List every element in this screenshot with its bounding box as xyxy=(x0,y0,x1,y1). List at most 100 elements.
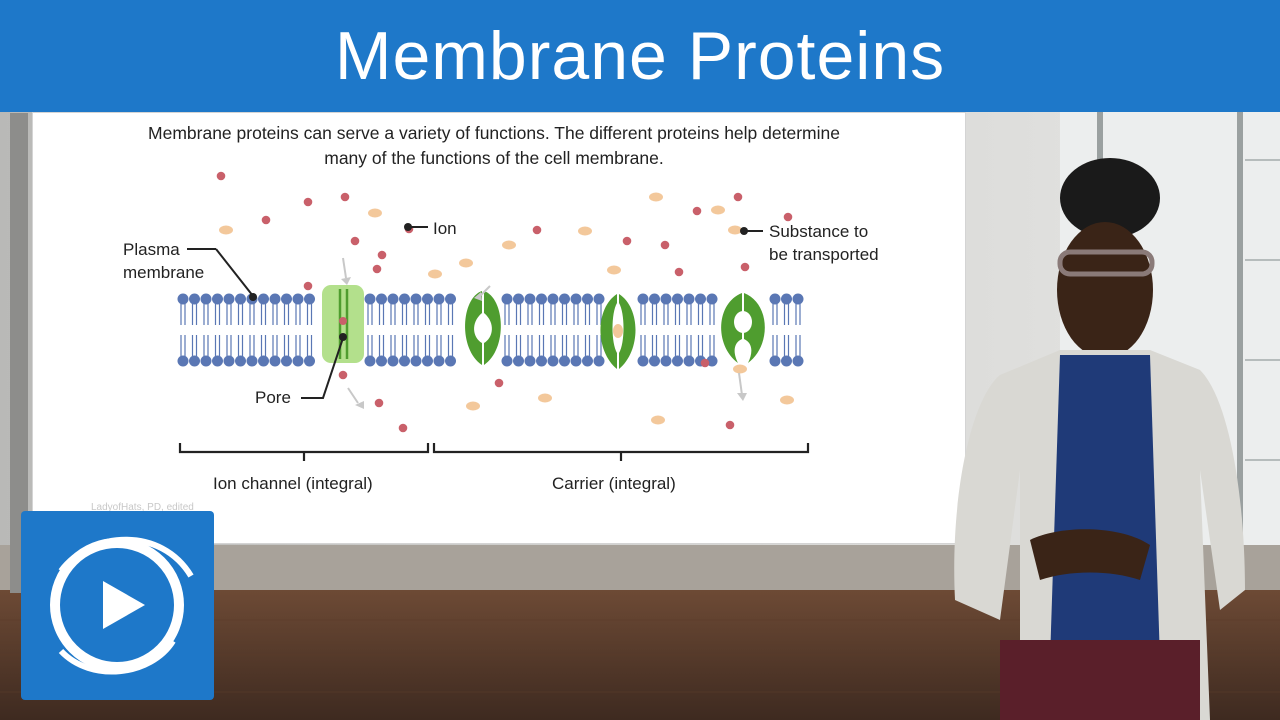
phospholipid-tail xyxy=(306,304,313,325)
phospholipid-head xyxy=(258,355,269,367)
phospholipid-tail xyxy=(697,304,704,325)
phospholipid-tail xyxy=(283,335,290,356)
ion-particle xyxy=(692,206,702,216)
ion-particle xyxy=(350,236,360,246)
carrier-bracket xyxy=(432,443,810,454)
intro-text: Membrane proteins can serve a variety of… xyxy=(33,121,955,171)
substance-particle xyxy=(368,208,382,218)
substance-label-line-1: Substance to xyxy=(769,222,869,241)
carrier-label: Carrier (integral) xyxy=(552,474,676,493)
plasma-label-line-1: Plasma xyxy=(123,240,180,259)
phospholipid-head xyxy=(177,293,189,305)
phospholipid-head xyxy=(212,293,223,305)
phospholipid-head xyxy=(376,355,387,367)
phospholipid-head xyxy=(582,293,593,305)
phospholipid-tail xyxy=(795,304,801,325)
phospholipid-head xyxy=(235,293,246,305)
phospholipid-head xyxy=(536,355,547,367)
phospholipid-tail xyxy=(226,335,232,356)
phospholipid-head xyxy=(200,293,212,305)
phospholipid-head xyxy=(223,355,235,367)
phospholipid-head xyxy=(501,355,513,367)
substance-particle xyxy=(607,265,621,275)
phospholipid-head xyxy=(660,355,672,367)
phospholipid-tail xyxy=(436,304,442,325)
phospholipid-head xyxy=(304,293,315,305)
phospholipid-head xyxy=(781,293,792,305)
substance-particle xyxy=(780,395,794,405)
substance-particle xyxy=(649,192,663,202)
ion-particle xyxy=(216,171,226,181)
phospholipid-tail xyxy=(237,304,244,325)
ion-particle xyxy=(338,370,348,380)
phospholipid-tail xyxy=(515,335,522,356)
phospholipid-head xyxy=(387,293,399,305)
phospholipid-head xyxy=(399,293,410,305)
phospholipid-tail xyxy=(686,335,692,356)
ion-particle xyxy=(398,423,408,433)
phospholipid-tail xyxy=(550,304,556,325)
presenter-face xyxy=(1057,222,1153,358)
phospholipid-tail xyxy=(191,304,198,325)
phospholipid-head xyxy=(445,355,456,367)
phospholipid-head xyxy=(223,293,235,305)
phospholipid-tail xyxy=(447,304,454,325)
phospholipid-tail xyxy=(378,335,385,356)
phospholipid-tail xyxy=(260,304,267,325)
arrow-out-carrier xyxy=(738,372,743,396)
phospholipid-tail xyxy=(180,335,186,356)
phospholipid-head xyxy=(593,355,605,367)
phospholipid-tail xyxy=(272,335,278,356)
phospholipid-tail xyxy=(237,335,244,356)
substance-particle xyxy=(538,393,552,403)
phospholipid-head xyxy=(387,355,399,367)
phospholipid-tail xyxy=(584,304,591,325)
phospholipid-tail xyxy=(795,335,801,356)
phospholipid-head xyxy=(649,293,660,305)
image-credit: LadyofHats, PD, edited xyxy=(91,502,194,513)
phospholipid-head xyxy=(422,293,433,305)
carrier-protein-1 xyxy=(465,291,501,365)
phospholipid-head xyxy=(189,293,200,305)
substance-particle xyxy=(728,225,742,235)
ion-particle xyxy=(377,250,387,260)
phospholipid-tail xyxy=(596,335,602,356)
phospholipid-head xyxy=(582,355,593,367)
phospholipid-tail xyxy=(390,335,396,356)
phospholipid-tail xyxy=(538,304,545,325)
phospholipid-head xyxy=(683,355,695,367)
ion-particle xyxy=(783,212,793,222)
ion-particle xyxy=(740,262,750,272)
phospholipid-tail xyxy=(191,335,198,356)
play-circle-icon xyxy=(50,536,194,675)
substance-particle xyxy=(502,240,516,250)
phospholipid-tail xyxy=(651,335,658,356)
phospholipid-head xyxy=(524,293,536,305)
phospholipid-tail xyxy=(573,335,579,356)
phospholipid-tail xyxy=(527,335,533,356)
substance-particle xyxy=(711,205,725,215)
phospholipid-head xyxy=(637,355,649,367)
intro-line-2: many of the functions of the cell membra… xyxy=(324,148,664,168)
phospholipid-tail xyxy=(413,304,419,325)
plasma-membrane-label: Plasma membrane xyxy=(123,238,204,284)
diagram-board: Membrane proteins can serve a variety of… xyxy=(33,113,965,543)
phospholipid-head xyxy=(513,293,524,305)
phospholipid-head xyxy=(235,355,246,367)
phospholipid-tail xyxy=(504,335,510,356)
phospholipid-head xyxy=(570,293,582,305)
phospholipid-tail xyxy=(573,304,579,325)
phospholipid-head xyxy=(524,355,536,367)
phospholipid-tail xyxy=(367,304,373,325)
phospholipid-head xyxy=(547,293,559,305)
phospholipid-tail xyxy=(651,304,658,325)
phospholipid-head xyxy=(672,293,683,305)
ion-particle xyxy=(303,281,313,291)
phospholipid-head xyxy=(559,293,570,305)
ion-particle xyxy=(303,197,313,207)
phospholipid-tail xyxy=(686,304,692,325)
phospholipid-head xyxy=(769,293,781,305)
substance-particle xyxy=(459,258,473,268)
phospholipid-tail xyxy=(367,335,373,356)
phospholipid-tail xyxy=(401,335,408,356)
